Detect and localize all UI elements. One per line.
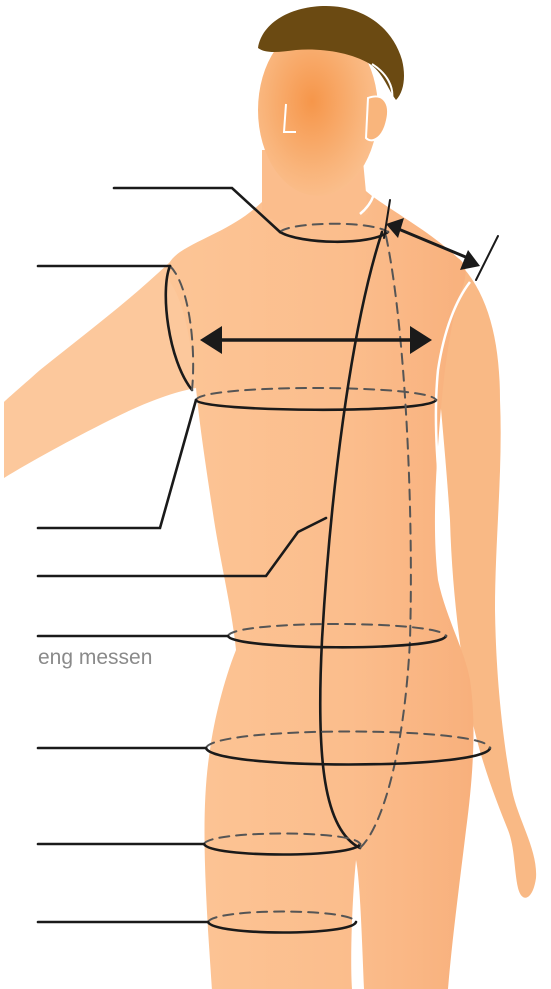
body-silhouette xyxy=(4,6,536,989)
ear xyxy=(366,96,388,140)
waist-note: eng messen xyxy=(38,646,152,669)
left-arm xyxy=(4,262,198,478)
shoulder-length-arrowhead-end xyxy=(460,250,480,270)
torso xyxy=(167,178,474,989)
shoulder-length-end-tick xyxy=(476,236,498,280)
